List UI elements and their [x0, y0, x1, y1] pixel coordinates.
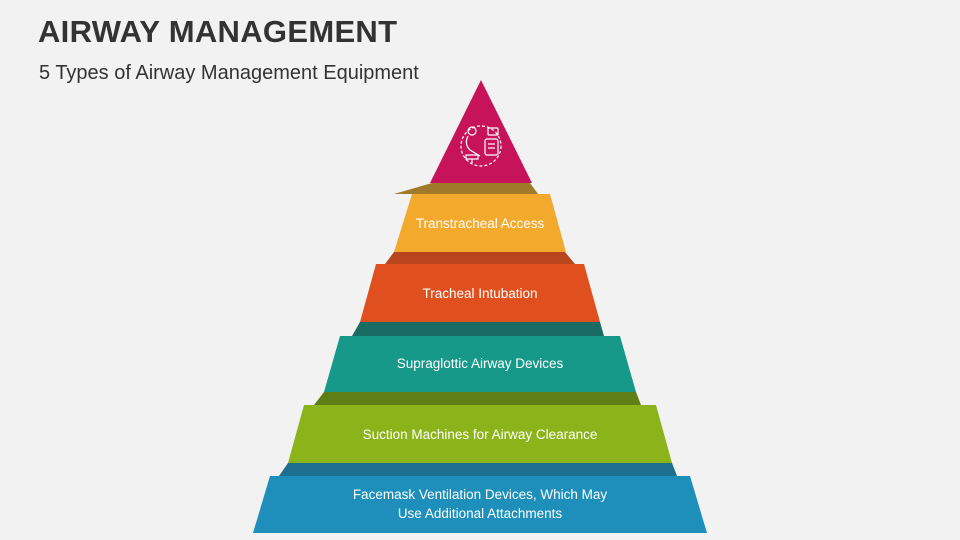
airway-equipment-icon [460, 125, 502, 167]
page-title: AIRWAY MANAGEMENT [38, 14, 398, 49]
tier-5-label-line-2: Use Additional Attachments [398, 506, 563, 521]
tier-connector [279, 463, 677, 476]
tier-1 [394, 194, 566, 252]
tier-3 [324, 336, 636, 392]
tier-1-label: Transtracheal Access [416, 216, 545, 231]
tier-connector [394, 183, 538, 194]
page-subtitle: 5 Types of Airway Management Equipment [39, 62, 419, 84]
tier-3-label: Supraglottic Airway Devices [397, 356, 564, 371]
tier-2 [360, 264, 600, 322]
tier-connector [314, 392, 641, 405]
tier-connector [352, 322, 604, 336]
tier-4-label: Suction Machines for Airway Clearance [363, 427, 598, 442]
pyramid-apex [430, 80, 532, 183]
tier-5-label-line-1: Facemask Ventilation Devices, Which May [353, 487, 608, 502]
tier-5 [253, 476, 707, 533]
tier-2-label: Tracheal Intubation [422, 286, 537, 301]
tier-4 [288, 405, 672, 463]
tier-connector [385, 252, 575, 264]
